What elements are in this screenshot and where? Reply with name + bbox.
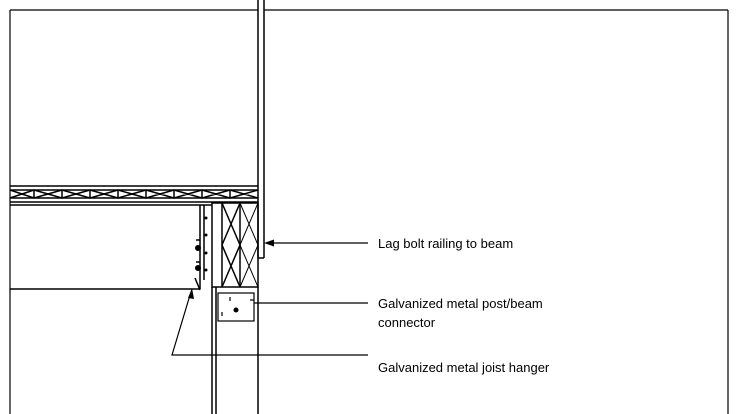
lag-bolt-label: Lag bolt railing to beam (378, 236, 513, 251)
ledger-lines (10, 204, 200, 290)
railing-post (257, 0, 265, 259)
leader-lines (171, 242, 368, 356)
post-beam-connector (217, 292, 255, 322)
beam (211, 202, 259, 288)
drawing-border (9, 9, 729, 414)
lag-bolt-arrowhead (264, 239, 274, 247)
post-beam-connector-label-line2: connector (378, 315, 436, 330)
support-post (211, 287, 259, 414)
post-beam-connector-label: Galvanized metal post/beam (378, 296, 543, 311)
joist-hanger-arrowhead (188, 288, 194, 299)
connector-bolt (233, 307, 239, 313)
joist-hanger-label: Galvanized metal joist hanger (378, 360, 550, 375)
floor-joist-truss (9, 185, 259, 203)
hanger-nails (195, 216, 208, 272)
